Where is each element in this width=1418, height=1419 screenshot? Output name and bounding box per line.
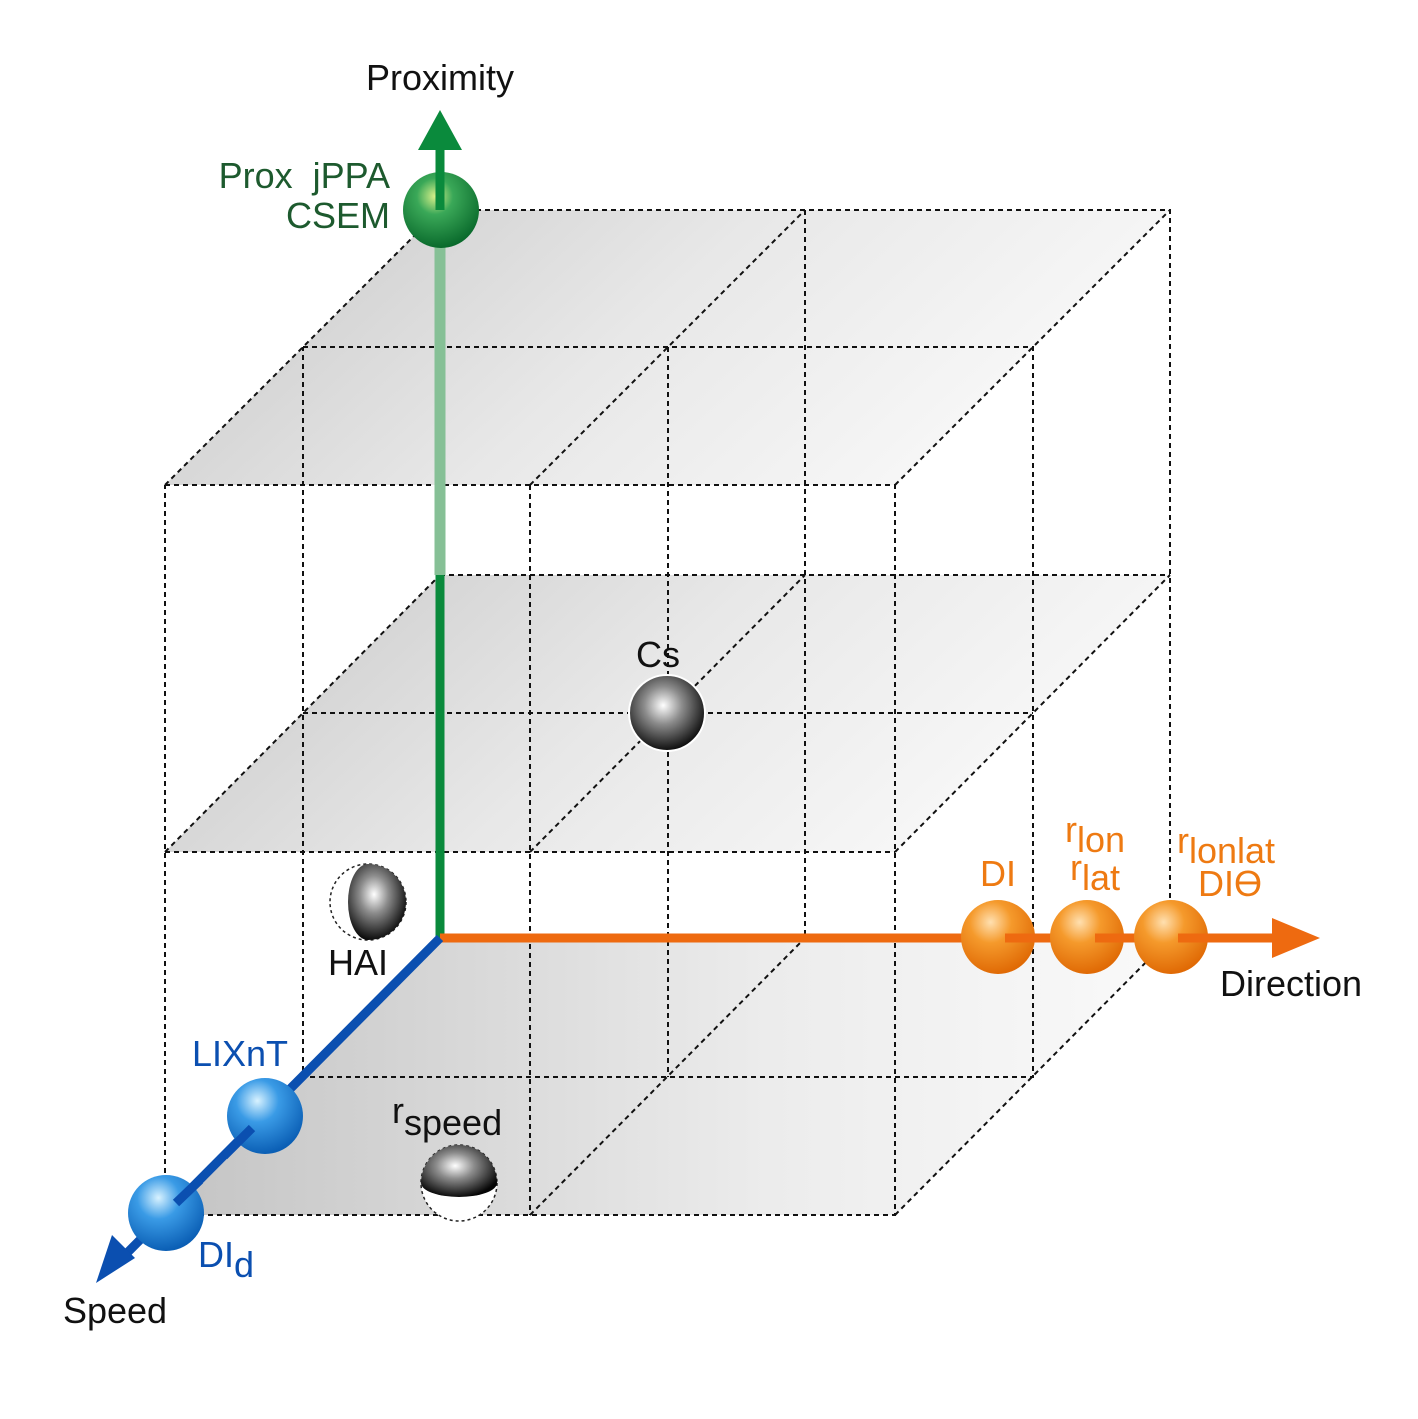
rlon-rlat-sphere	[1050, 900, 1124, 974]
lixnt-label: LIXnT	[192, 1033, 288, 1074]
cs-sphere	[628, 674, 706, 752]
ditheta-label: DIϴ	[1198, 863, 1262, 904]
cube-lattice	[164, 209, 1171, 1216]
direction-axis-label: Direction	[1220, 963, 1362, 1004]
rlon-label: rlon	[1065, 809, 1125, 860]
di-sphere	[961, 900, 1035, 974]
rlonlat-ditheta-sphere	[1134, 900, 1208, 974]
hai-label: HAI	[328, 942, 388, 983]
proximity-arrowhead	[418, 110, 462, 150]
proximity-axis-label: Proximity	[366, 57, 514, 98]
cs-label: Cs	[636, 634, 680, 675]
rlat-label: rlat	[1070, 847, 1120, 898]
speed-arrowhead	[96, 1235, 135, 1283]
di-label: DI	[980, 853, 1016, 894]
rspeed-half-sphere	[420, 1144, 498, 1222]
csem-label: CSEM	[286, 195, 390, 236]
rlonlat-label: rlonlat	[1177, 820, 1275, 871]
dis-label: DId	[198, 1234, 254, 1285]
direction-arrowhead	[1272, 918, 1320, 958]
rspeed-label: rspeed	[392, 1090, 502, 1143]
speed-axis-label: Speed	[63, 1290, 167, 1331]
hai-half-sphere	[329, 863, 407, 941]
prox-jppa-label: Prox jPPA	[219, 155, 390, 196]
